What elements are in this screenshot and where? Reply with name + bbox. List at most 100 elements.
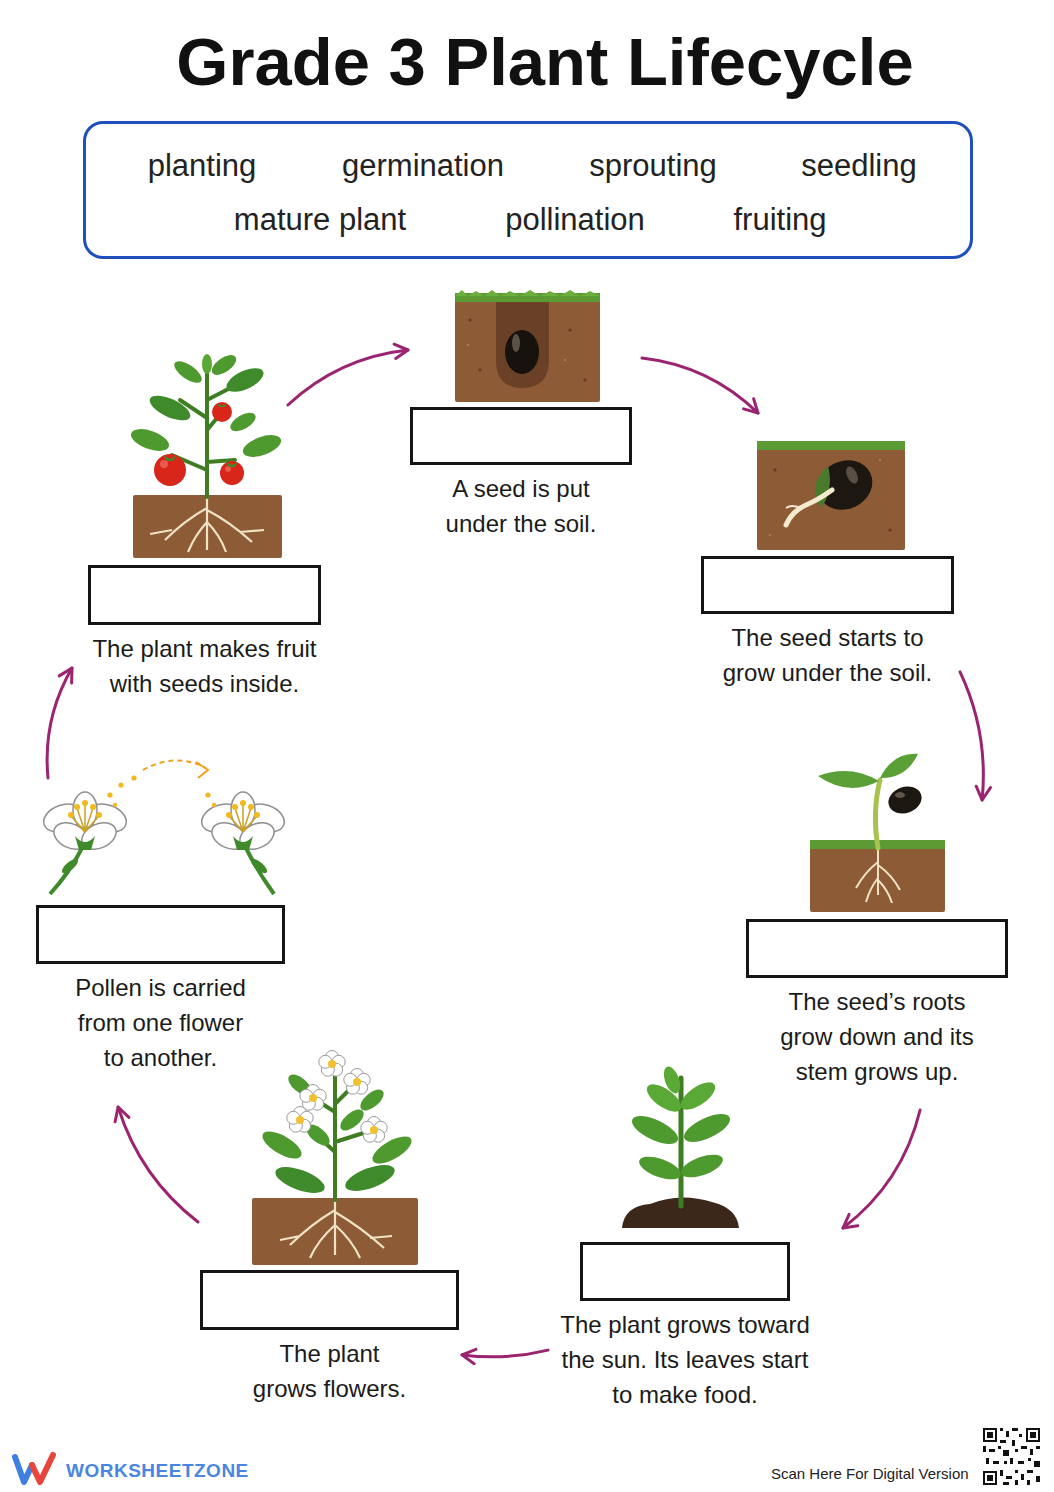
- pollination-flowers: [50, 848, 82, 894]
- arrow-line: [642, 358, 758, 413]
- qr-code: [1000, 1440, 1006, 1443]
- stage-box: Pollen is carried from one flower to ano…: [34, 778, 288, 1107]
- answer-box: [410, 407, 632, 465]
- word-choice: germination: [342, 147, 504, 185]
- seed-in-soil: [467, 344, 469, 346]
- fruiting-plant: [160, 460, 168, 468]
- qr-code: [993, 1461, 999, 1464]
- germinating-seed: [809, 451, 880, 518]
- fruiting-plant: [226, 462, 238, 467]
- flowering-plant: [252, 1051, 418, 1266]
- fruiting-plant: [171, 357, 205, 387]
- arrow-head: [843, 1214, 858, 1228]
- germinating-seed: [757, 441, 905, 550]
- qr-code: [1003, 1450, 1009, 1456]
- fruiting-plant: [146, 391, 193, 426]
- arrow-head: [59, 668, 72, 683]
- word-choice: seedling: [801, 147, 916, 185]
- qr-code: [1003, 1482, 1009, 1485]
- word-choice: sprouting: [589, 147, 717, 185]
- flowering-plant: [361, 1117, 387, 1143]
- germinating-seed: [879, 459, 881, 461]
- sprouting-seed: [818, 771, 879, 788]
- qr-code: [987, 1432, 993, 1438]
- qr-code: [1015, 1480, 1018, 1485]
- fruiting-plant: [154, 454, 186, 486]
- flowering-plant: [280, 1200, 392, 1258]
- qr-code: [1018, 1461, 1024, 1464]
- qr-code: [983, 1428, 1040, 1485]
- sprouting-seed: [810, 754, 945, 912]
- word-choice: fruiting: [733, 201, 826, 239]
- qr-code: [985, 1430, 995, 1440]
- germinating-seed: [786, 490, 832, 525]
- seed-in-soil: [455, 290, 600, 402]
- sprouting-seed: [856, 850, 900, 903]
- pollination-flowers: [40, 792, 130, 854]
- stage-caption: The plant makes fruit with seeds inside.: [82, 631, 327, 701]
- qr-code: [983, 1446, 986, 1452]
- qr-code: [1021, 1474, 1024, 1480]
- arrow-line: [843, 1110, 920, 1228]
- germinating-seed: [786, 506, 800, 508]
- arrow-line: [47, 668, 72, 778]
- brand-logo: [32, 1455, 53, 1482]
- germinating-seed: [844, 465, 861, 486]
- germinating-seed: [757, 446, 905, 550]
- sprouting-seed: [810, 846, 945, 912]
- qr-code: [1027, 1470, 1033, 1473]
- arrow-line: [118, 1107, 198, 1222]
- qr-code: [1036, 1446, 1040, 1449]
- word-choice: pollination: [505, 201, 645, 239]
- pollination-flowers: [198, 792, 288, 854]
- cycle-arrow: [288, 344, 408, 405]
- arrow-head: [394, 344, 408, 358]
- word-bank-box: plantinggerminationsproutingseedlingmatu…: [83, 121, 973, 259]
- seedling-plant: [676, 1077, 719, 1115]
- seed-in-soil: [496, 302, 549, 388]
- arrow-line: [288, 350, 408, 405]
- fruiting-plant: [133, 495, 282, 558]
- flowering-plant: [319, 1051, 345, 1077]
- seed-in-soil: [468, 318, 471, 321]
- arrow-head: [115, 1107, 129, 1122]
- answer-box: [746, 919, 1008, 978]
- cycle-arrow: [462, 1349, 548, 1363]
- pollination-flowers: [40, 760, 288, 894]
- stage-caption: The plant grows flowers.: [249, 1336, 411, 1406]
- arrow-head: [462, 1349, 476, 1363]
- qr-code: [1000, 1470, 1003, 1476]
- flowering-plant: [342, 1160, 398, 1197]
- fruiting-plant: [163, 455, 177, 461]
- stage-caption: The plant grows toward the sun. Its leav…: [554, 1307, 816, 1412]
- stage-caption: A seed is put under the soil.: [436, 471, 606, 541]
- fruiting-plant: [240, 431, 284, 462]
- seedling-plant: [678, 1150, 726, 1182]
- word-choice: mature plant: [234, 201, 406, 239]
- fruiting-plant: [202, 354, 212, 374]
- qr-code: [1026, 1428, 1040, 1442]
- stage-caption: Pollen is carried from one flower to ano…: [70, 970, 252, 1075]
- germinating-seed: [888, 528, 891, 531]
- qr-code: [1030, 1449, 1033, 1455]
- germinating-seed: [769, 534, 771, 536]
- qr-code: [1012, 1440, 1015, 1446]
- fruiting-plant: [128, 425, 172, 456]
- pollination-flowers: [107, 792, 112, 797]
- qr-code: [1028, 1458, 1031, 1461]
- answer-box: [701, 556, 954, 614]
- germinating-seed: [757, 441, 905, 450]
- caption-text: The plant grows toward the sun. Its leav…: [554, 1307, 816, 1412]
- sprouting-seed: [880, 754, 918, 778]
- qr-code: [986, 1458, 989, 1464]
- answer-box: [88, 565, 321, 625]
- caption-text: The plant makes fruit with seeds inside.: [82, 631, 327, 701]
- stage-box: The plant grows toward the sun. Its leav…: [548, 1068, 843, 1412]
- stage-caption: The seed’s roots grow down and its stem …: [770, 984, 985, 1089]
- flowering-plant: [300, 1085, 326, 1111]
- germinating-seed: [773, 468, 776, 471]
- cycle-arrow: [960, 672, 991, 800]
- stage-box: The plant grows flowers.: [198, 1040, 462, 1410]
- qr-code: [989, 1449, 995, 1452]
- brand-logo: [15, 1457, 32, 1482]
